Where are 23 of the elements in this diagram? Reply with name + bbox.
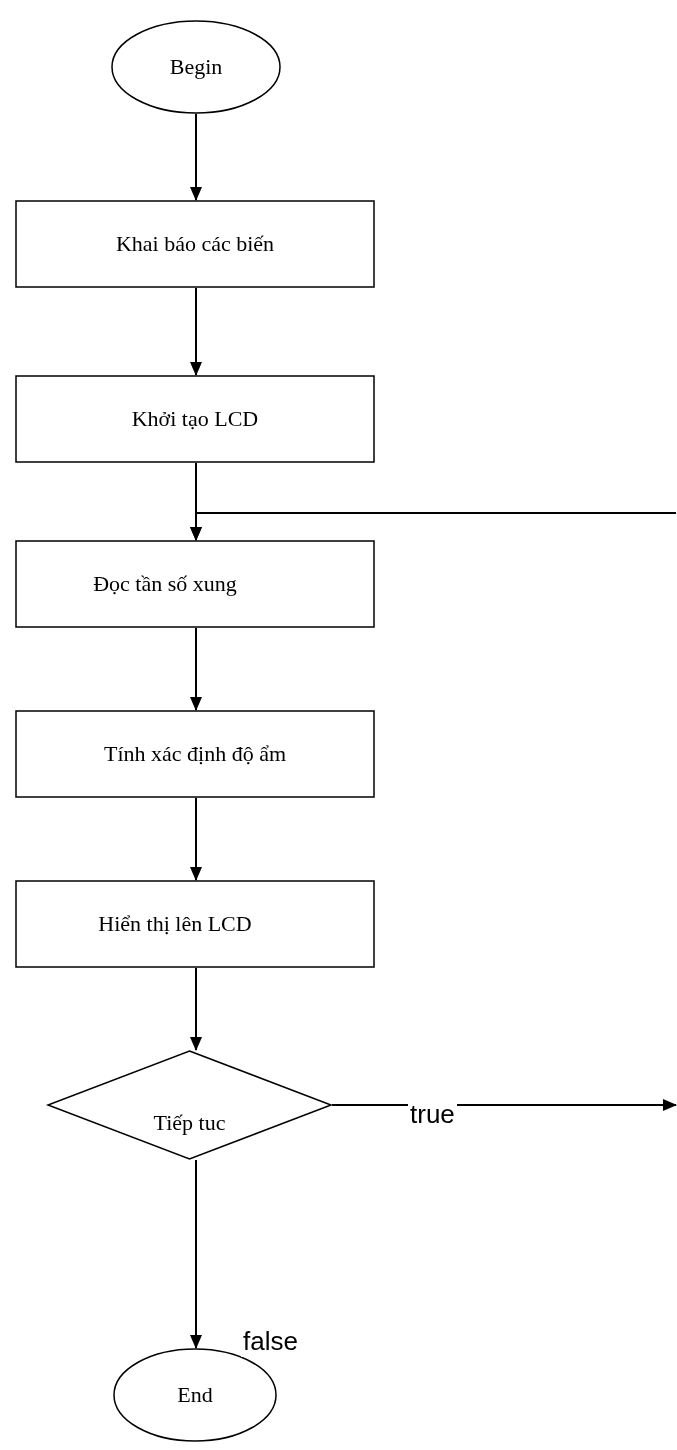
node-text: Đọc tần số xung (93, 571, 237, 597)
arrow (190, 627, 202, 711)
node-text: Begin (169, 54, 223, 80)
decision-diamond (47, 1050, 332, 1160)
arrow (190, 797, 202, 881)
node-text: Tính xác định độ ẩm (103, 741, 287, 767)
arrow (190, 967, 202, 1051)
arrow (190, 1159, 202, 1349)
node-text: Khai báo các biến (115, 231, 275, 257)
arrow (190, 113, 202, 201)
process-box (15, 200, 375, 288)
start-ellipse (111, 20, 281, 114)
node-text: Khởi tạo LCD (131, 406, 259, 432)
process-box (15, 710, 375, 798)
end-ellipse (113, 1348, 277, 1442)
process-box (15, 880, 375, 968)
process-box (15, 540, 375, 628)
node-text: Hiển thị lên LCD (98, 911, 252, 937)
arrow (190, 287, 202, 376)
node-text: Tiếp tuc (153, 1110, 226, 1136)
node-text: End (177, 1382, 213, 1408)
arrow (190, 512, 677, 541)
process-box (15, 375, 375, 463)
